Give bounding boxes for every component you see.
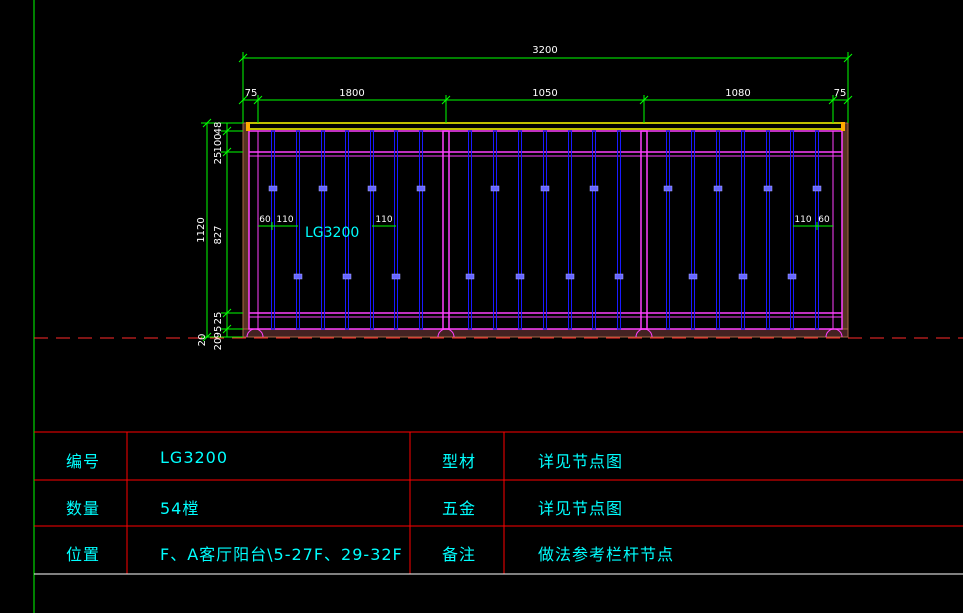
baluster [321, 130, 325, 330]
baluster-collar [465, 273, 475, 280]
post-1 [442, 130, 450, 330]
baluster-collar [391, 273, 401, 280]
tb-key-hardware: 五金 [442, 499, 477, 518]
baluster [815, 130, 819, 330]
baluster-collar [787, 273, 797, 280]
baluster-collar [318, 185, 328, 192]
baluster-collar [589, 185, 599, 192]
dim-seg-1: 1800 [339, 88, 364, 99]
dim-inner-left-a: 60 [259, 215, 271, 225]
tb-key-profile: 型材 [442, 452, 477, 471]
baluster-collar [540, 185, 550, 192]
tb-val-location: F、A客厅阳台\5-27F、29-32F [160, 545, 403, 564]
handrail-end-left [246, 122, 250, 131]
baluster-collar [342, 273, 352, 280]
baluster [766, 130, 770, 330]
railing-code-label: LG3200 [305, 225, 359, 241]
baluster-collar [565, 273, 575, 280]
baluster [592, 130, 596, 330]
base-slab [242, 328, 849, 338]
baluster-collar [515, 273, 525, 280]
baluster-collar [490, 185, 500, 192]
dim-inner-left-b: 110 [276, 215, 293, 225]
dim-inner-right-b: 60 [818, 215, 830, 225]
dim-inner-right-a: 110 [794, 215, 811, 225]
tb-val-hardware: 详见节点图 [538, 499, 624, 518]
baluster [568, 130, 572, 330]
right-wall-hatch [841, 122, 849, 338]
tb-key-code: 编号 [66, 452, 101, 471]
baluster [543, 130, 547, 330]
anchor-arc-3 [635, 328, 653, 338]
baluster-group [268, 130, 822, 330]
railing-elevation [242, 122, 849, 338]
baluster [716, 130, 720, 330]
handrail [247, 122, 844, 130]
dim-right-margin: 75 [834, 88, 847, 99]
baluster-collar [763, 185, 773, 192]
handrail-end-right [841, 122, 845, 131]
baluster-collar [663, 185, 673, 192]
baluster [666, 130, 670, 330]
baluster-collar [367, 185, 377, 192]
baluster [394, 130, 398, 330]
tb-key-quantity: 数量 [66, 499, 101, 518]
dim-bottom: 20 [197, 334, 208, 347]
anchor-arc-2 [437, 328, 455, 338]
post-2 [640, 130, 648, 330]
top-dimensions [238, 52, 853, 123]
dim-part-7: 20 [213, 338, 224, 351]
baluster [345, 130, 349, 330]
baluster [296, 130, 300, 330]
baluster [691, 130, 695, 330]
dim-left-margin: 75 [245, 88, 258, 99]
baluster-collar [293, 273, 303, 280]
tb-key-location: 位置 [66, 545, 101, 564]
baluster-collar [713, 185, 723, 192]
title-block-grid [34, 431, 963, 574]
baluster-collar [268, 185, 278, 192]
tb-val-profile: 详见节点图 [538, 452, 624, 471]
anchor-arc-1 [246, 328, 264, 338]
dim-inner-mid: 110 [375, 215, 392, 225]
left-wall-hatch [242, 122, 250, 338]
baluster [493, 130, 497, 330]
baluster-collar [614, 273, 624, 280]
dim-part-3: 25 [213, 152, 224, 165]
anchor-arc-4 [825, 328, 843, 338]
dim-overall-height: 1120 [196, 217, 207, 242]
tb-val-remark: 做法参考栏杆节点 [538, 545, 675, 564]
baluster-collar [738, 273, 748, 280]
baluster-collar [416, 185, 426, 192]
dim-total: 3200 [532, 45, 557, 56]
tb-val-quantity: 54樘 [160, 499, 200, 518]
tb-key-remark: 备注 [442, 545, 477, 564]
dim-part-1: 48 [213, 122, 224, 135]
dim-seg-3: 1080 [725, 88, 750, 99]
baluster [518, 130, 522, 330]
baluster-collar [688, 273, 698, 280]
dim-part-6: 95 [213, 326, 224, 339]
baluster [370, 130, 374, 330]
baluster [468, 130, 472, 330]
dim-part-5: 25 [213, 312, 224, 325]
inner-dimensions [258, 222, 833, 230]
baluster [419, 130, 423, 330]
dim-part-4: 827 [213, 225, 224, 244]
dim-seg-2: 1050 [532, 88, 557, 99]
baluster [741, 130, 745, 330]
left-dimensions [201, 118, 243, 342]
baluster [790, 130, 794, 330]
baluster-collar [812, 185, 822, 192]
tb-val-code: LG3200 [160, 448, 229, 467]
dim-part-2: 100 [213, 133, 224, 152]
baluster [617, 130, 621, 330]
